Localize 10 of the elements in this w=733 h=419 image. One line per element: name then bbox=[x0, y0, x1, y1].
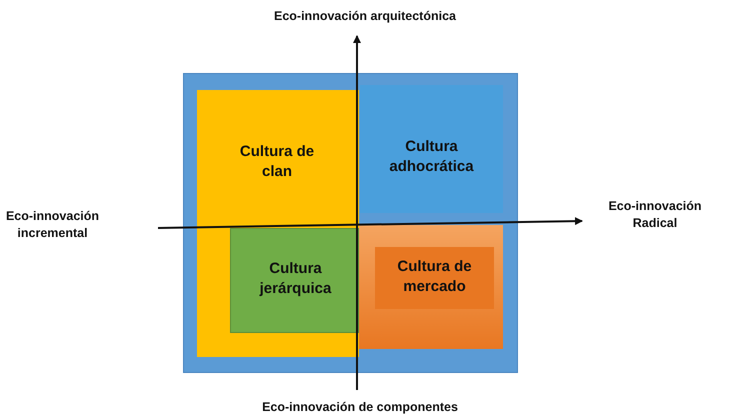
quadrant-box bbox=[360, 85, 503, 213]
quadrant-label: Cultura adhocrática bbox=[388, 137, 475, 177]
axis-label: Eco-innovación arquitectónica bbox=[273, 8, 457, 25]
axis-label: Eco-innovación incremental bbox=[4, 208, 100, 242]
quadrant-label: Cultura de clan bbox=[238, 142, 316, 182]
quadrant-box bbox=[375, 247, 494, 309]
quadrant-label: Cultura jerárquica bbox=[258, 259, 332, 299]
axis-label: Eco-innovación de componentes bbox=[261, 399, 459, 416]
quadrant-label: Cultura de mercado bbox=[396, 257, 473, 297]
axis-label: Eco-innovación Radical bbox=[607, 198, 703, 232]
